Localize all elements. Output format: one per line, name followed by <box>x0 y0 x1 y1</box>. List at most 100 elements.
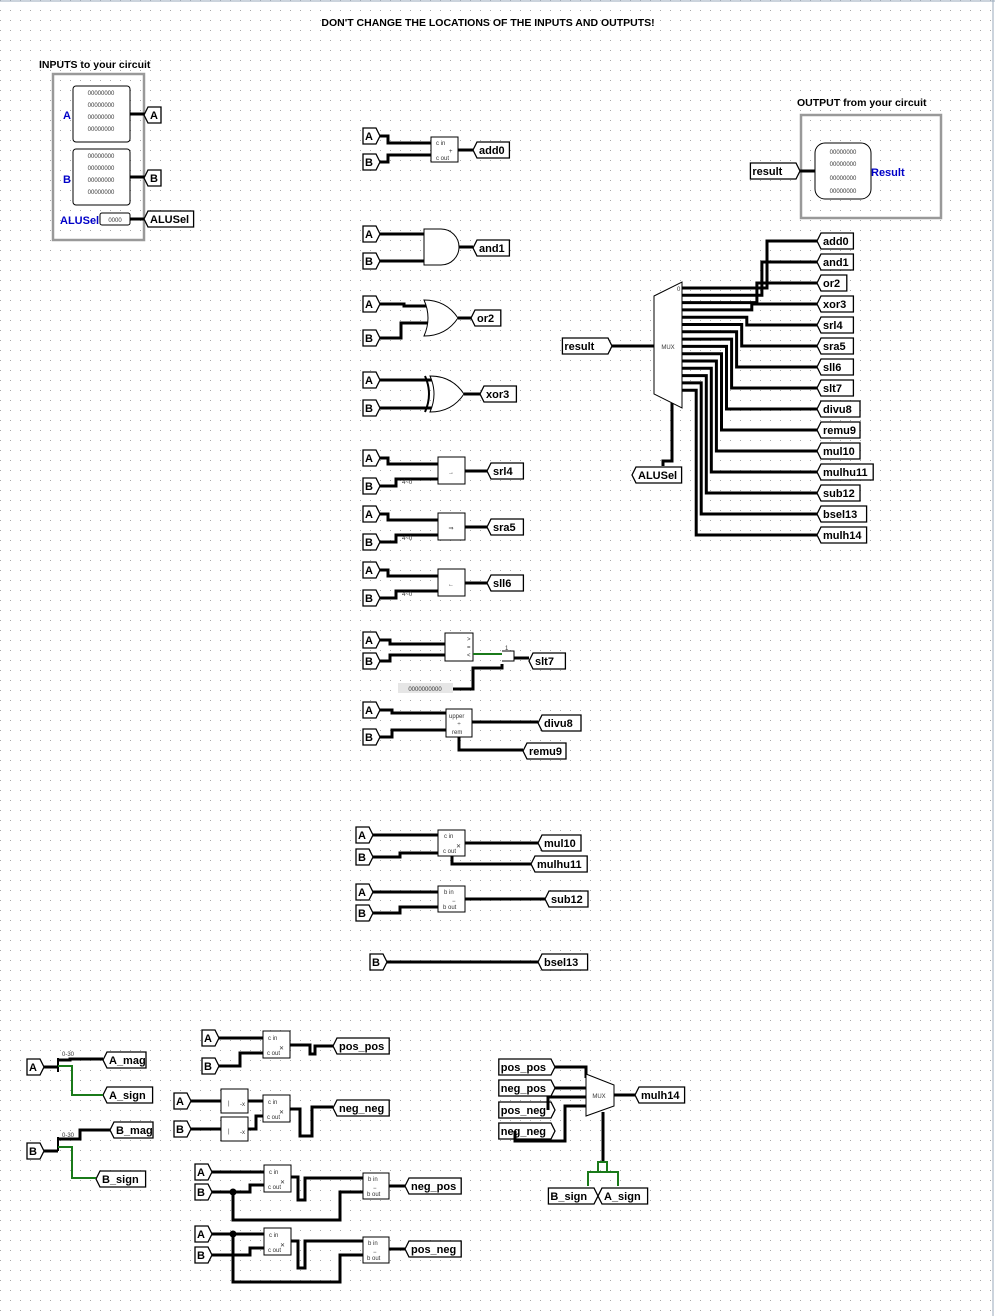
output-pin-result[interactable]: 00000000 00000000 00000000 00000000 <box>814 142 872 200</box>
tunnel-mulh14[interactable]: mulh14 <box>634 1086 686 1104</box>
tunnel-b[interactable]: B <box>173 1120 192 1138</box>
tunnel-bsel13[interactable]: bsel13 <box>537 953 589 971</box>
tunnel-b-source[interactable]: B <box>143 169 162 187</box>
tunnel-a[interactable]: A <box>362 505 381 523</box>
tunnel-a-source[interactable]: A <box>143 106 162 124</box>
tunnel-sel-b-sign[interactable]: B_sign <box>547 1187 599 1205</box>
multiplier-pos-pos[interactable]: c in c out ✕ <box>219 1030 333 1068</box>
shifter-sra5[interactable]: ⇒ 4~0 <box>380 512 487 544</box>
tunnel-b[interactable]: B <box>362 477 381 495</box>
tunnel-result-output[interactable]: result <box>749 162 801 180</box>
tunnel-b[interactable]: B <box>362 153 381 171</box>
mux-tunnel-divu8[interactable]: divu8 <box>816 400 861 418</box>
tunnel-b[interactable]: B <box>194 1183 213 1201</box>
tunnel-b[interactable]: B <box>362 728 381 746</box>
tunnel-a[interactable]: A <box>194 1163 213 1181</box>
tunnel-b[interactable]: B <box>355 848 374 866</box>
mux-tunnel-sra5[interactable]: sra5 <box>816 337 855 355</box>
mux-tunnel-srl4[interactable]: srl4 <box>816 316 855 334</box>
input-pin-b[interactable]: 00000000 00000000 00000000 00000000 <box>72 148 131 206</box>
tunnel-b[interactable]: B <box>194 1246 213 1264</box>
tunnel-b[interactable]: B <box>355 904 374 922</box>
tunnel-b[interactable]: B <box>362 399 381 417</box>
multiplier-pos-neg[interactable]: c in c out ✕ b in b out − <box>212 1227 405 1284</box>
tunnel-slt7[interactable]: slt7 <box>528 652 567 670</box>
tunnel-sel-a-sign[interactable]: A_sign <box>597 1187 649 1205</box>
adder-add0[interactable]: c in c out + <box>380 134 473 164</box>
mux-tunnel-add0[interactable]: add0 <box>816 232 855 250</box>
multiplier-mul10[interactable]: c in c out ✕ <box>373 829 538 866</box>
mux-tunnel-mulh14[interactable]: mulh14 <box>816 526 868 544</box>
splitter-a[interactable]: 0-30 <box>44 1052 103 1096</box>
input-pin-a[interactable]: 00000000 00000000 00000000 00000000 <box>72 85 131 143</box>
multiplier-neg-pos[interactable]: c in c out ✕ b in b out − <box>212 1164 405 1222</box>
multiplier-neg-neg[interactable]: | -x | -x c in c out ✕ <box>191 1088 333 1142</box>
tunnel-b[interactable]: B <box>201 1057 220 1075</box>
shifter-srl4[interactable]: → 4~0 <box>380 456 487 488</box>
tunnel-a[interactable]: A <box>355 826 374 844</box>
tunnel-a-sign[interactable]: A_sign <box>102 1086 154 1104</box>
tunnel-a[interactable]: A <box>362 449 381 467</box>
tunnel-a[interactable]: A <box>355 883 374 901</box>
tunnel-b[interactable]: B <box>362 589 381 607</box>
tunnel-srl4[interactable]: srl4 <box>486 462 525 480</box>
mulh-mux[interactable]: MUX <box>513 1065 635 1186</box>
xor-gate-xor3[interactable] <box>380 375 480 413</box>
tunnel-a[interactable]: A <box>26 1058 45 1076</box>
splitter-b[interactable]: 0-30 <box>44 1128 110 1179</box>
tunnel-pos-pos[interactable]: pos_pos <box>498 1058 556 1076</box>
tunnel-xor3[interactable]: xor3 <box>479 385 518 403</box>
tunnel-pos-neg[interactable]: pos_neg <box>498 1101 556 1119</box>
tunnel-a-mag[interactable]: A_mag <box>102 1051 147 1069</box>
tunnel-a[interactable]: A <box>201 1029 220 1047</box>
tunnel-a[interactable]: A <box>173 1092 192 1110</box>
tunnel-sub12[interactable]: sub12 <box>544 890 589 908</box>
tunnel-neg-pos[interactable]: neg_pos <box>498 1079 556 1097</box>
tunnel-a[interactable]: A <box>362 225 381 243</box>
tunnel-sra5[interactable]: sra5 <box>486 518 525 536</box>
tunnel-b-sign[interactable]: B_sign <box>95 1170 147 1188</box>
or-gate-or2[interactable] <box>380 299 471 340</box>
tunnel-pos-neg[interactable]: pos_neg <box>404 1240 462 1258</box>
shifter-sll6[interactable]: ← 4~0 <box>380 568 487 600</box>
tunnel-b[interactable]: B <box>26 1142 45 1160</box>
mux-tunnel-bsel13[interactable]: bsel13 <box>816 505 868 523</box>
tunnel-b[interactable]: B <box>369 953 388 971</box>
mux-tunnel-remu9[interactable]: remu9 <box>816 421 861 439</box>
tunnel-neg-neg[interactable]: neg_neg <box>332 1099 390 1117</box>
tunnel-a[interactable]: A <box>362 631 381 649</box>
tunnel-a[interactable]: A <box>362 127 381 145</box>
tunnel-a[interactable]: A <box>362 295 381 313</box>
comparator-slt7[interactable]: > = < 0000000000 <box>380 632 529 693</box>
tunnel-or2[interactable]: or2 <box>470 309 502 327</box>
tunnel-result[interactable]: result <box>561 337 613 355</box>
tunnel-sll6[interactable]: sll6 <box>486 574 525 592</box>
tunnel-neg-neg[interactable]: neg_neg <box>498 1122 556 1140</box>
mux-tunnel-sub12[interactable]: sub12 <box>816 484 861 502</box>
mux-tunnel-or2[interactable]: or2 <box>816 274 848 292</box>
subtractor-sub12[interactable]: b in b out − <box>373 885 545 915</box>
tunnel-pos-pos[interactable]: pos_pos <box>332 1037 390 1055</box>
main-mux[interactable]: MUX 0 <box>612 281 683 466</box>
tunnel-a[interactable]: A <box>362 561 381 579</box>
tunnel-a[interactable]: A <box>362 371 381 389</box>
tunnel-remu9[interactable]: remu9 <box>522 742 567 760</box>
tunnel-neg-pos[interactable]: neg_pos <box>404 1177 462 1195</box>
tunnel-alusel[interactable]: ALUSel <box>631 466 683 484</box>
tunnel-b[interactable]: B <box>362 329 381 347</box>
tunnel-b-mag[interactable]: B_mag <box>109 1121 154 1139</box>
mux-tunnel-mulhu11[interactable]: mulhu11 <box>816 463 874 481</box>
input-pin-alusel[interactable]: 0000 <box>99 212 131 226</box>
mux-tunnel-slt7[interactable]: slt7 <box>816 379 855 397</box>
mux-tunnel-xor3[interactable]: xor3 <box>816 295 855 313</box>
tunnel-a[interactable]: A <box>194 1225 213 1243</box>
mux-tunnel-and1[interactable]: and1 <box>816 253 855 271</box>
and-gate-and1[interactable] <box>380 228 473 266</box>
tunnel-add0[interactable]: add0 <box>472 141 511 159</box>
mux-tunnel-sll6[interactable]: sll6 <box>816 358 855 376</box>
tunnel-b[interactable]: B <box>362 533 381 551</box>
tunnel-b[interactable]: B <box>362 652 381 670</box>
tunnel-b[interactable]: B <box>362 252 381 270</box>
tunnel-alusel-source[interactable]: ALUSel <box>143 210 195 228</box>
tunnel-and1[interactable]: and1 <box>472 239 511 257</box>
